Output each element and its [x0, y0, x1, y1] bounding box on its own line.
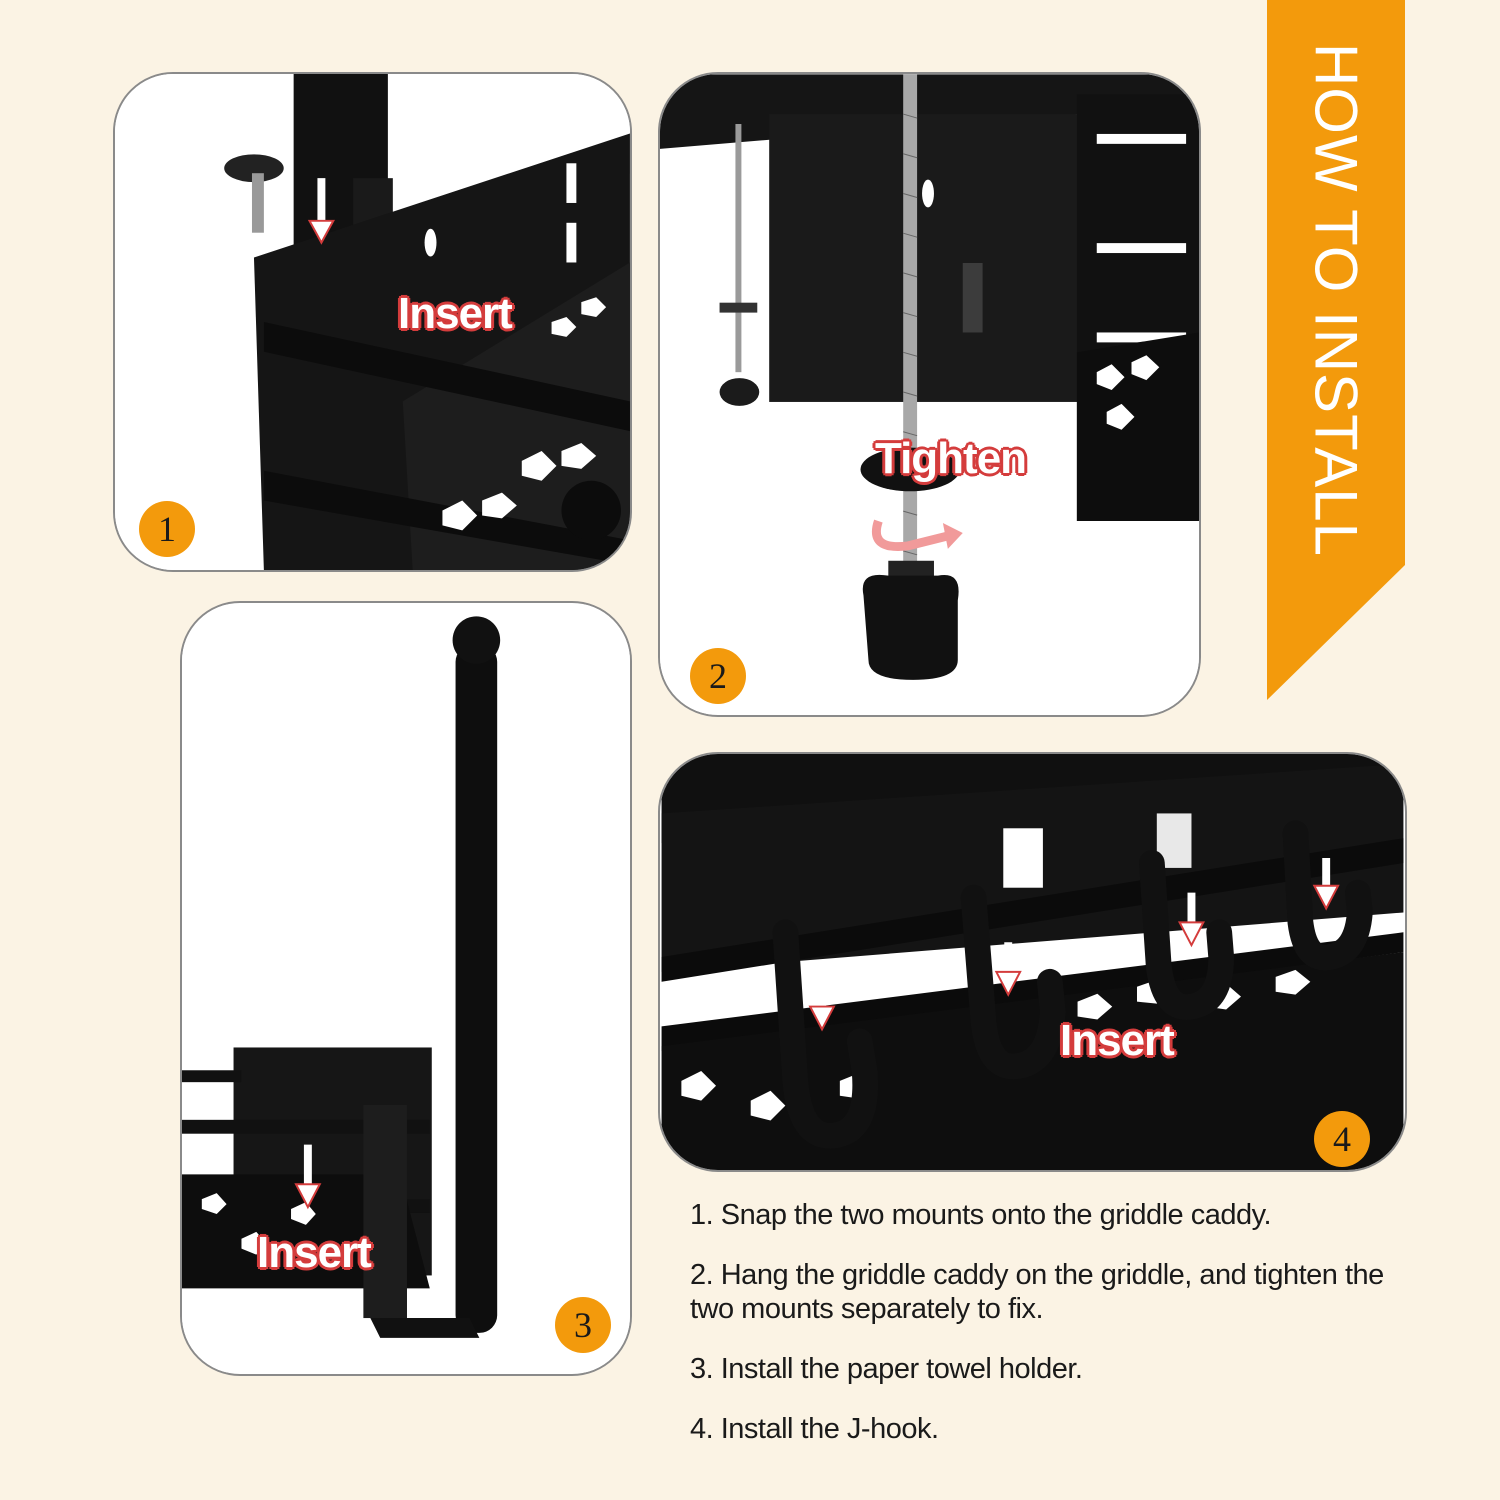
callout-insert: Insert	[257, 1228, 372, 1277]
step-4-image: Insert 4	[658, 752, 1407, 1172]
step-number-badge: 4	[1314, 1111, 1370, 1167]
banner-title: HOW TO INSTALL	[1302, 42, 1370, 558]
down-arrow-icon	[1312, 858, 1340, 911]
how-to-install-banner: HOW TO INSTALL	[1267, 0, 1405, 700]
step-3-image: Insert 3	[180, 601, 632, 1376]
step-number-badge: 1	[139, 501, 195, 557]
down-arrow-icon	[1177, 892, 1205, 948]
step-number-badge: 3	[555, 1297, 611, 1353]
step-number-badge: 2	[690, 648, 746, 704]
caddy-mount-illustration	[115, 74, 630, 570]
paper-towel-holder-illustration	[182, 604, 630, 1373]
down-arrow-icon	[307, 178, 335, 245]
j-hook-illustration	[661, 754, 1404, 1170]
instruction-step-2: 2. Hang the griddle caddy on the griddle…	[690, 1259, 1384, 1325]
instructions-list: 1. Snap the two mounts onto the griddle …	[690, 1198, 1430, 1472]
down-arrow-icon	[994, 942, 1022, 997]
step-1-image: Insert 1	[113, 72, 632, 572]
instruction-step-1: 1. Snap the two mounts onto the griddle …	[690, 1199, 1272, 1231]
instruction-step-4: 4. Install the J-hook.	[690, 1413, 939, 1445]
step-2-image: Tighten 2	[658, 72, 1201, 717]
callout-tighten: Tighten	[875, 434, 1027, 483]
callout-insert: Insert	[398, 289, 513, 338]
down-arrow-icon	[294, 1144, 322, 1210]
griddle-mount-illustration	[660, 74, 1199, 715]
instruction-step-3: 3. Install the paper towel holder.	[690, 1353, 1083, 1385]
rotate-arrow-icon	[872, 519, 963, 552]
callout-insert: Insert	[1060, 1016, 1175, 1065]
down-arrow-icon	[808, 973, 836, 1032]
